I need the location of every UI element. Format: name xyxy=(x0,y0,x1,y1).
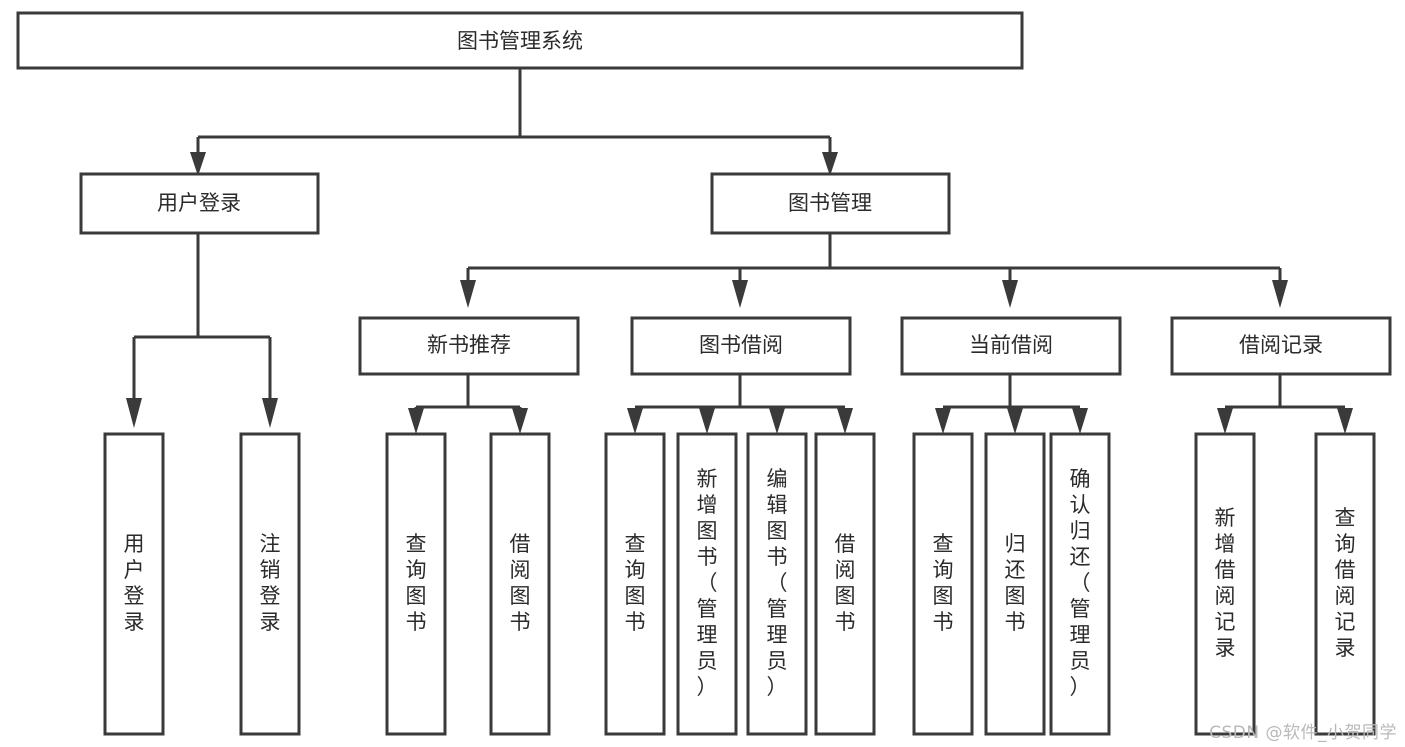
node-box[interactable] xyxy=(900,316,1122,376)
node-leaf-edit-book[interactable]: 编辑图书（管理员） xyxy=(746,432,808,736)
node-label: 新增借阅记录 xyxy=(1215,506,1236,660)
node-box[interactable] xyxy=(358,316,580,376)
arrow-head-icon xyxy=(1007,408,1023,434)
arrow-head-icon xyxy=(1272,280,1288,308)
connector-group-book-borrow xyxy=(627,374,853,434)
node-box[interactable] xyxy=(385,432,447,736)
arrow-head-icon xyxy=(126,398,142,428)
connector-group-user-login xyxy=(126,233,278,428)
node-leaf-borrow-book-1[interactable]: 借阅图书 xyxy=(489,432,551,736)
connector-group-root xyxy=(190,68,838,176)
node-label: 借阅记录 xyxy=(1239,333,1323,357)
node-box[interactable] xyxy=(239,432,301,736)
node-label: 查询借阅记录 xyxy=(1335,506,1356,660)
node-box[interactable] xyxy=(79,172,320,235)
arrow-head-icon xyxy=(769,408,785,434)
node-label: 编辑图书（管理员） xyxy=(767,467,788,699)
node-leaf-query-book-3[interactable]: 查询图书 xyxy=(912,432,974,736)
node-label: 图书借阅 xyxy=(699,333,783,357)
node-box[interactable] xyxy=(630,316,852,376)
arrow-head-icon xyxy=(1217,408,1233,434)
node-box[interactable] xyxy=(984,432,1046,736)
arrow-head-icon xyxy=(935,408,951,434)
arrow-head-icon xyxy=(262,398,278,428)
connector-group-book-mgmt xyxy=(460,233,1288,308)
node-leaf-query-borrow-record[interactable]: 查询借阅记录 xyxy=(1314,432,1376,736)
node-label: 当前借阅 xyxy=(969,333,1053,357)
connector-group-borrow-record xyxy=(1217,374,1353,434)
node-label: 查询图书 xyxy=(625,532,646,634)
node-book-borrow[interactable]: 图书借阅 xyxy=(630,316,852,376)
node-leaf-return-book[interactable]: 归还图书 xyxy=(984,432,1046,736)
node-box[interactable] xyxy=(1049,432,1111,736)
node-leaf-add-borrow-record[interactable]: 新增借阅记录 xyxy=(1194,432,1256,736)
node-leaf-confirm-return[interactable]: 确认归还（管理员） xyxy=(1049,432,1111,736)
node-label: 归还图书 xyxy=(1005,532,1026,634)
node-user-login[interactable]: 用户登录 xyxy=(79,172,320,235)
node-box[interactable] xyxy=(710,172,951,235)
node-label: 新书推荐 xyxy=(427,333,511,357)
arrow-head-icon xyxy=(1002,280,1018,308)
node-box[interactable] xyxy=(1170,316,1392,376)
node-label: 借阅图书 xyxy=(835,532,856,634)
arrow-head-icon xyxy=(1072,408,1088,434)
arrow-head-icon xyxy=(627,408,643,434)
node-box[interactable] xyxy=(1194,432,1256,736)
node-leaf-add-book[interactable]: 新增图书（管理员） xyxy=(676,432,738,736)
node-root[interactable]: 图书管理系统 xyxy=(16,11,1024,70)
node-current-borrow[interactable]: 当前借阅 xyxy=(900,316,1122,376)
node-label: 查询图书 xyxy=(933,532,954,634)
node-label: 注销登录 xyxy=(260,532,281,634)
node-leaf-user-login[interactable]: 用户登录 xyxy=(103,432,165,736)
arrow-head-icon xyxy=(732,280,748,308)
node-root-label: 图书管理系统 xyxy=(457,29,583,53)
node-leaf-query-book-1[interactable]: 查询图书 xyxy=(385,432,447,736)
node-label: 查询图书 xyxy=(406,532,427,634)
arrow-head-icon xyxy=(460,280,476,308)
arrow-head-icon xyxy=(699,408,715,434)
arrow-head-icon xyxy=(512,408,528,434)
node-leaf-query-book-2[interactable]: 查询图书 xyxy=(604,432,666,736)
arrow-head-icon xyxy=(190,152,206,176)
connector-group-new-book xyxy=(408,374,528,434)
node-box[interactable] xyxy=(746,432,808,736)
arrow-head-icon xyxy=(822,152,838,176)
node-label: 新增图书（管理员） xyxy=(697,467,718,699)
node-leaf-borrow-book-2[interactable]: 借阅图书 xyxy=(814,432,876,736)
node-box[interactable] xyxy=(489,432,551,736)
node-box[interactable] xyxy=(814,432,876,736)
node-new-book-recommend[interactable]: 新书推荐 xyxy=(358,316,580,376)
node-box[interactable] xyxy=(604,432,666,736)
node-box[interactable] xyxy=(912,432,974,736)
arrow-head-icon xyxy=(837,408,853,434)
node-label: 用户登录 xyxy=(124,532,145,634)
node-book-management[interactable]: 图书管理 xyxy=(710,172,951,235)
node-label: 借阅图书 xyxy=(510,532,531,634)
node-root-box[interactable] xyxy=(16,11,1024,70)
arrow-head-icon xyxy=(408,408,424,434)
node-label: 图书管理 xyxy=(788,191,872,215)
node-leaf-logout[interactable]: 注销登录 xyxy=(239,432,301,736)
node-label: 确认归还（管理员） xyxy=(1070,467,1091,699)
arrow-head-icon xyxy=(1337,408,1353,434)
node-label: 用户登录 xyxy=(157,191,241,215)
connector-group-current-borrow xyxy=(935,374,1088,434)
node-box[interactable] xyxy=(103,432,165,736)
node-box[interactable] xyxy=(676,432,738,736)
node-borrow-record[interactable]: 借阅记录 xyxy=(1170,316,1392,376)
node-box[interactable] xyxy=(1314,432,1376,736)
